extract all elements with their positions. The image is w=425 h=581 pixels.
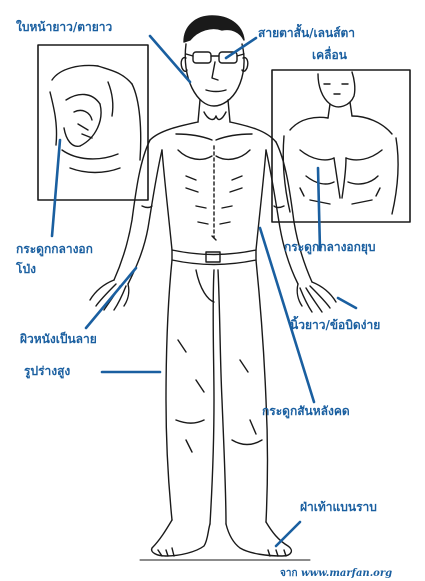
label-stretch-marks-skin: ผิวหนังเป็นลาย [20,332,97,347]
left-foot [152,520,210,556]
right-hand [297,282,336,312]
label-sunken-breastbone: กระดูกกลางอกยุบ [284,240,376,255]
pointer-fingers [338,298,356,308]
label-myopia-lens-line1: สายตาสั้น/เลนส์ตา [258,26,355,41]
inset-torso-protruding-chest [50,66,141,173]
source-credit: จาก www.marfan.org [280,566,392,581]
pointer-face [150,36,190,82]
label-tall-body: รูปร่างสูง [24,364,70,379]
inset-torso-sunken-chest [283,72,398,214]
pointer-chest-sunken [318,168,320,250]
label-long-face-eyes: ใบหน้ายาว/ตายาว [16,20,112,35]
pointer-feet [276,522,300,546]
inset-frame-right [272,70,410,222]
label-long-fingers-loose-joints: นิ้วยาว/ข้อบิดง่าย [290,318,380,333]
inset-frame-left [38,45,148,200]
hair [184,16,244,42]
label-protruding-breastbone-line1: กระดูกกลางอก [16,242,93,257]
label-curved-spine: กระดูกสันหลังคด [262,404,350,419]
label-myopia-lens-line2: เคลื่อน [312,48,347,63]
source-site: www.marfan.org [301,568,392,579]
pointer-chest-protruding [52,140,60,236]
label-protruding-breastbone-line2: โป่ง [16,262,36,277]
label-flat-feet: ฝ่าเท้าแบนราบ [300,500,377,515]
human-figure [90,16,336,560]
source-prefix: จาก [280,568,298,579]
